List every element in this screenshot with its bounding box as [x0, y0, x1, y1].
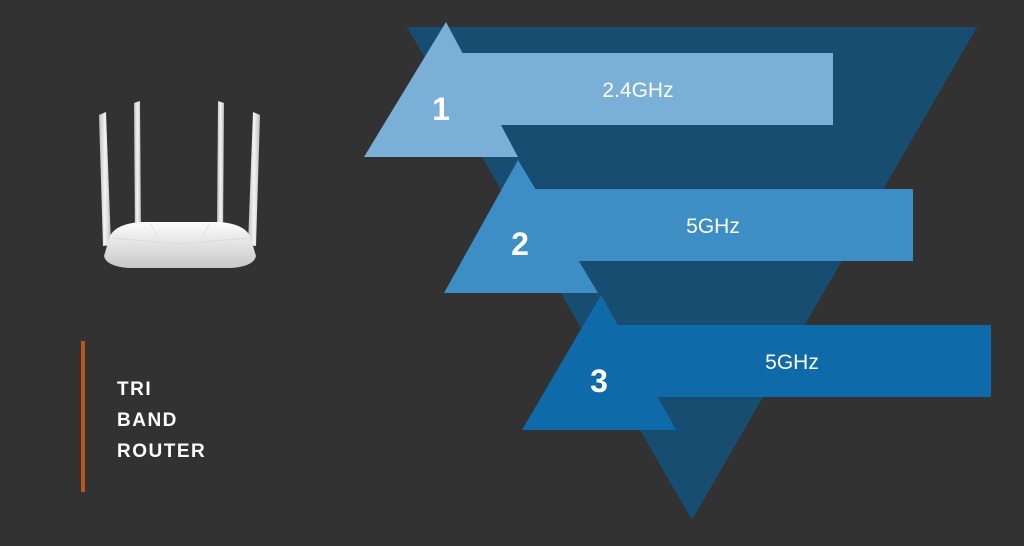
band-1-number: 1	[432, 91, 450, 127]
accent-bar	[81, 341, 85, 492]
title-line-router: ROUTER	[117, 441, 207, 462]
band-1-bar	[432, 53, 833, 125]
band-3-bar	[590, 325, 991, 397]
band-1-label: 2.4GHz	[602, 79, 673, 102]
band-2-label: 5GHz	[686, 215, 740, 238]
wifi-router-icon	[99, 101, 260, 268]
band-2-number: 2	[511, 226, 529, 262]
band-2-bar	[508, 189, 913, 261]
band-3-number: 3	[590, 363, 608, 399]
band-3-label: 5GHz	[765, 351, 819, 374]
title-block: TRI BAND ROUTER	[117, 374, 206, 467]
title-line-band: BAND	[117, 410, 178, 431]
title-line-tri: TRI	[117, 379, 153, 400]
funnel-shape	[407, 27, 977, 520]
